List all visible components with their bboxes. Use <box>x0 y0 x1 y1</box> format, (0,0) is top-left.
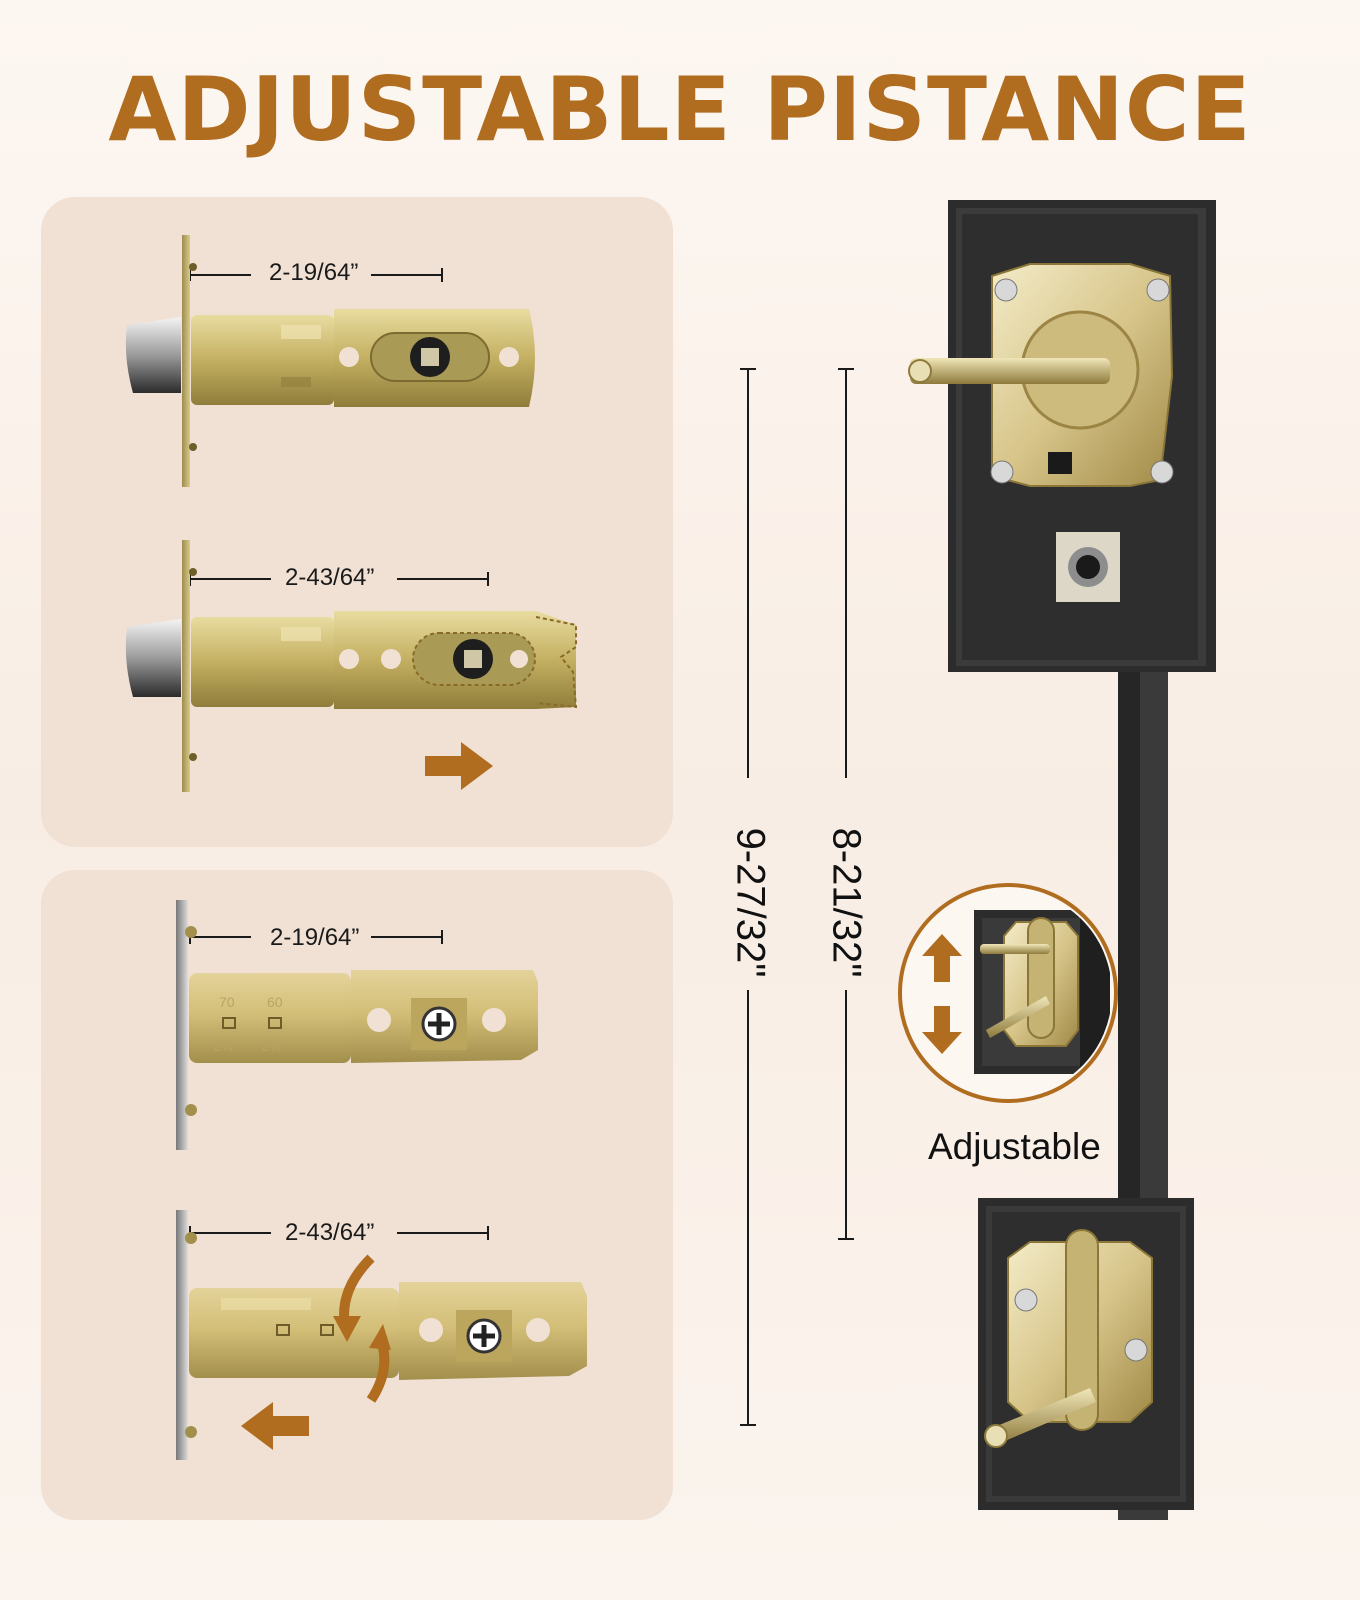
dimension-tick <box>838 1238 854 1240</box>
dimension-tick <box>838 368 854 370</box>
latch-length-short-label: 2-19/64” <box>269 259 359 286</box>
stamp-60: 60 <box>267 994 283 1010</box>
dimension-line <box>397 1232 487 1234</box>
latch-length-long-label: 2-43/64” <box>285 564 375 591</box>
latch-short-image <box>125 235 535 487</box>
dimension-tick <box>441 268 443 282</box>
adjustable-label: Adjustable <box>928 1126 1101 1167</box>
dimension-line <box>397 578 487 580</box>
rotate-icon <box>333 1254 391 1403</box>
overall-height-line <box>747 368 749 778</box>
latch-panel-adjustable: 2-19/64” 70 60 2¾ 2⅜ 2-43/64” <box>41 870 673 1520</box>
latch-panel-drive-in: 2-19/64” <box>41 197 673 847</box>
stamp-70: 70 <box>219 994 235 1010</box>
adjustable-zoom-image <box>898 883 1118 1103</box>
dimension-tick <box>740 1424 756 1426</box>
page-title: ADJUSTABLE PISTANCE <box>108 58 1252 161</box>
arrow-right-icon <box>425 742 493 790</box>
arrow-left-icon <box>241 1402 309 1450</box>
overall-height-label: 9-27/32" <box>728 827 773 978</box>
latch-adjustable-short-image: 70 60 2¾ 2⅜ <box>176 900 538 1150</box>
handleset-image <box>908 200 1216 1520</box>
dimension-tick <box>441 930 443 944</box>
dimension-line <box>371 936 441 938</box>
center-distance-line <box>845 368 847 778</box>
dimension-tick <box>740 368 756 370</box>
latch-length-long-label: 2-43/64” <box>285 1219 375 1246</box>
center-distance-line <box>845 990 847 1240</box>
dimension-line <box>191 578 271 580</box>
overall-height-line <box>747 990 749 1425</box>
stamp-2-3-8: 2⅜ <box>261 1038 281 1054</box>
dimension-line <box>371 274 441 276</box>
center-distance-label: 8-21/32" <box>824 827 869 978</box>
latch-length-short-label: 2-19/64” <box>270 924 360 951</box>
latch-adjustable-long-image <box>176 1210 587 1460</box>
up-down-arrows-icon <box>922 934 962 1054</box>
stamp-2-3-4: 2¾ <box>213 1038 233 1054</box>
dimension-tick <box>487 572 489 586</box>
dimension-line <box>191 936 251 938</box>
latch-long-image <box>125 540 578 792</box>
dimension-tick <box>487 1226 489 1240</box>
dimension-line <box>191 1232 271 1234</box>
dimension-line <box>191 274 251 276</box>
